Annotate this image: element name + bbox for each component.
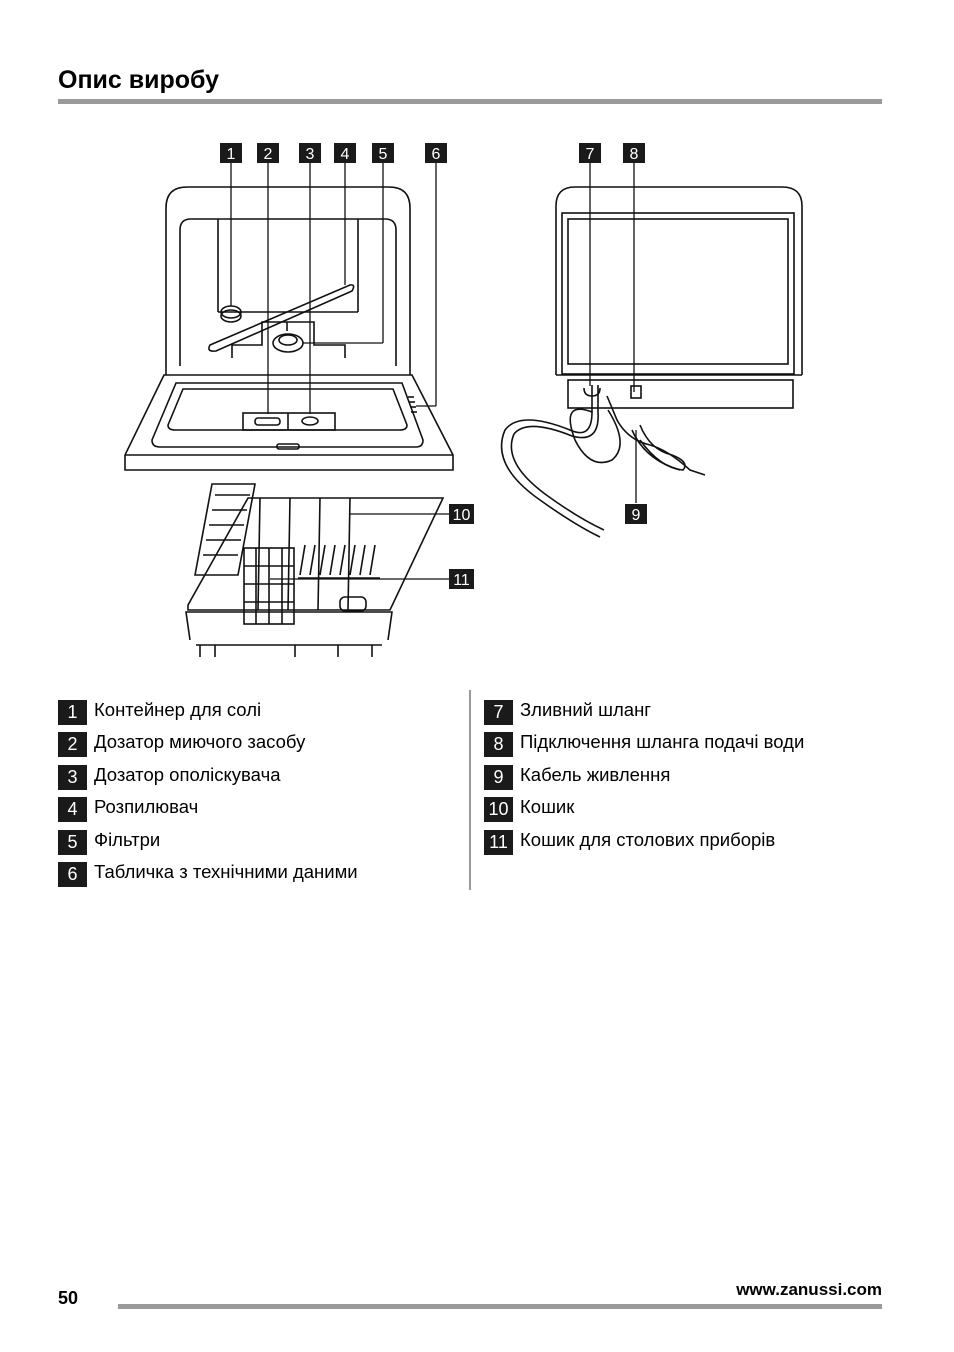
dishwasher-front-illustration (124, 186, 454, 471)
website-link[interactable]: www.zanussi.com (736, 1280, 882, 1299)
callout-5: 5 (379, 146, 388, 163)
legend-number: 3 (58, 764, 87, 790)
legend-label: Дозатор миючого засобу (94, 731, 306, 753)
legend-item: 3 Дозатор ополіскувача (58, 763, 358, 795)
callout-9: 9 (632, 507, 641, 524)
legend-label: Фільтри (94, 828, 161, 850)
title-rule (58, 99, 882, 104)
legend-label: Зливний шланг (520, 699, 652, 720)
legend-item: 11 Кошик для столових приборів (484, 828, 804, 860)
dishwasher-back-illustration (500, 186, 803, 538)
legend-number: 8 (484, 732, 513, 758)
basket-illustration (185, 483, 445, 657)
page-title: Опис виробу (58, 66, 220, 94)
legend-number: 7 (484, 700, 513, 725)
legend-item: 1 Контейнер для солі (58, 698, 358, 730)
dishwasher-diagram: 1 2 3 4 5 6 7 8 9 10 11 (124, 143, 803, 657)
legend-label: Дозатор ополіскувача (94, 763, 281, 785)
legend-item: 6 Табличка з технічними даними (58, 860, 358, 892)
legend-number: 11 (484, 829, 513, 855)
callout-11: 11 (453, 572, 470, 589)
legend-item: 7 Зливний шланг (484, 698, 804, 730)
callout-7: 7 (586, 146, 595, 163)
callout-3: 3 (306, 146, 315, 163)
legend-label: Табличка з технічними даними (94, 860, 358, 882)
legend-left: 1 Контейнер для солі 2 Дозатор миючого з… (58, 698, 358, 892)
legend-number: 4 (58, 797, 87, 823)
legend-number: 2 (58, 732, 87, 758)
legend-number: 5 (58, 829, 87, 855)
callout-8: 8 (630, 146, 639, 163)
legend-item: 8 Підключення шланга подачі води (484, 730, 804, 762)
legend-label: Кабель живлення (520, 763, 671, 785)
callout-10: 10 (453, 507, 471, 524)
legend-label: Підключення шланга подачі води (520, 731, 805, 753)
callout-1: 1 (227, 146, 236, 163)
legend-item: 4 Розпилювач (58, 795, 358, 827)
legend-right: 7 Зливний шланг 8 Підключення шланга под… (484, 698, 804, 860)
legend-label: Розпилювач (94, 796, 199, 818)
legend-item: 5 Фільтри (58, 828, 358, 860)
legend-label: Контейнер для солі (94, 699, 262, 720)
callout-4: 4 (341, 146, 350, 163)
legend-number: 1 (58, 700, 87, 725)
legend-number: 6 (58, 861, 87, 887)
legend-label: Кошик (520, 796, 575, 818)
page-number: 50 (58, 1288, 79, 1308)
legend-item: 2 Дозатор миючого засобу (58, 730, 358, 762)
callout-6: 6 (432, 146, 441, 163)
legend-number: 9 (484, 764, 513, 790)
callout-2: 2 (264, 146, 273, 163)
callout-labels: 1 2 3 4 5 6 7 8 9 10 11 (220, 143, 647, 589)
footer-rule (118, 1304, 882, 1309)
legend-divider (469, 690, 471, 890)
legend-number: 10 (484, 797, 513, 823)
legend-label: Кошик для столових приборів (520, 828, 776, 850)
legend-item: 10 Кошик (484, 795, 804, 827)
legend-item: 9 Кабель живлення (484, 763, 804, 795)
